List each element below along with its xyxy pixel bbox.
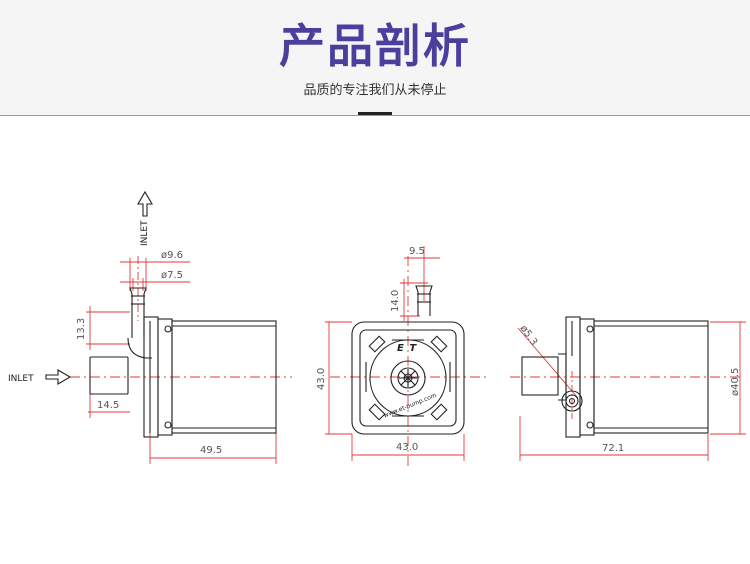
dim-front-width: 43.0 (396, 442, 418, 453)
dim-spout-height: 14.0 (390, 290, 401, 312)
front-housing-circle (369, 339, 447, 417)
dim-outlet-inner: ø7.5 (161, 270, 183, 281)
dim-port-dia: ø5.3 (518, 323, 540, 347)
dim-body-dia: ø40.5 (730, 368, 741, 396)
dim-front-height: 43.0 (316, 368, 327, 390)
side-outlet-barb (129, 287, 147, 338)
side-inlet-stub (89, 356, 129, 395)
logo-text: E T (397, 343, 417, 354)
dim-total-length: 72.1 (602, 443, 624, 454)
inlet-side-label: INLET (8, 374, 34, 384)
right-inlet-stub (521, 356, 559, 396)
title-underline (358, 112, 392, 115)
url-text: www.et-pump.com (383, 392, 438, 420)
dim-outlet-height: 13.3 (76, 318, 87, 340)
inlet-side-arrow-icon (45, 369, 72, 385)
dim-inlet-length: 14.5 (97, 400, 119, 411)
pump-technical-drawing: INLET INLET E T www.et-pump.com ø9.6 ø7.… (8, 190, 746, 466)
page-title: 产品剖析 (279, 19, 471, 73)
right-body (593, 320, 709, 434)
front-plate (351, 321, 465, 435)
front-outlet-barb (415, 285, 433, 316)
dim-side-length: 49.5 (200, 445, 222, 456)
inlet-top-label: INLET (140, 220, 150, 246)
inlet-up-arrow-icon (137, 190, 153, 217)
header: 产品剖析 品质的专注我们从未停止 (0, 0, 750, 116)
right-outlet-port (561, 390, 583, 412)
front-inlet-circle (390, 360, 426, 396)
side-body (171, 320, 277, 434)
dim-spout-width: 9.5 (409, 246, 425, 257)
page-subtitle: 品质的专注我们从未停止 (303, 83, 447, 98)
dim-outlet-outer: ø9.6 (161, 250, 183, 261)
